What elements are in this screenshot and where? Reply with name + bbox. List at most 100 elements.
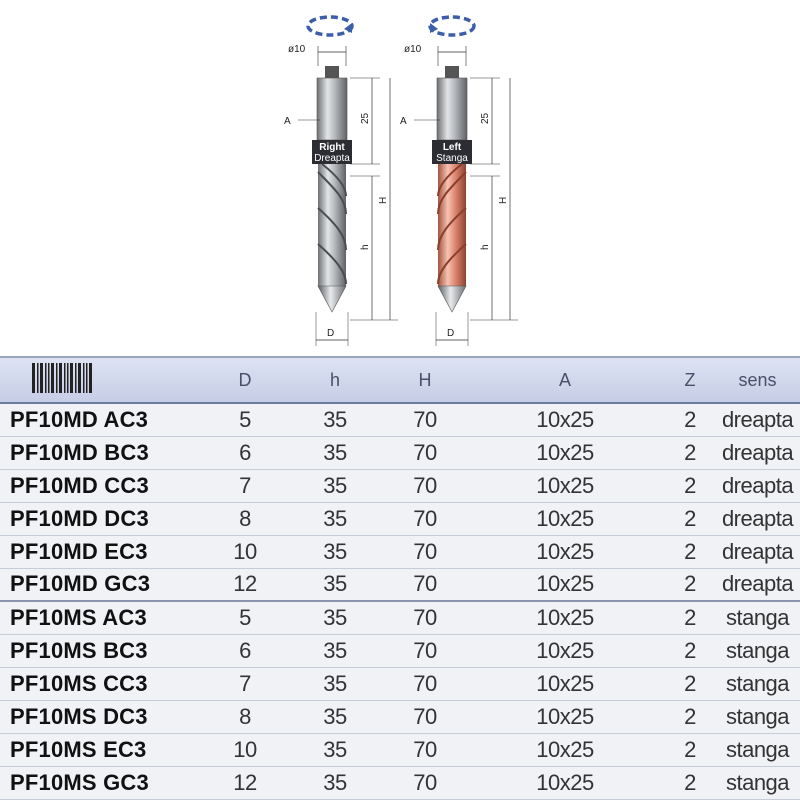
total-length-H-cell: 70	[385, 700, 465, 734]
diameter-D-cell: 12	[205, 568, 285, 602]
shank-A-cell: 10x25	[465, 436, 665, 470]
barcode-icon	[31, 362, 92, 393]
product-code-cell: PF10MS CC3	[0, 667, 205, 701]
diameter-D-cell: 5	[205, 403, 285, 437]
flutes-Z-cell: 2	[665, 568, 715, 602]
left-hand-drill: ø10 Left Stanga A 25 H h D	[400, 15, 518, 346]
header-A: A	[465, 357, 665, 404]
direction-label: Right	[319, 142, 345, 153]
code-column-header	[0, 357, 205, 404]
flutes-Z-cell: 2	[665, 469, 715, 503]
product-code-cell: PF10MS AC3	[0, 600, 205, 635]
product-code-cell: PF10MD DC3	[0, 502, 205, 536]
cutting-length-h-cell: 35	[285, 667, 385, 701]
total-length-H-cell: 70	[385, 403, 465, 437]
product-code-cell: PF10MD BC3	[0, 436, 205, 470]
diameter-D-cell: 7	[205, 469, 285, 503]
product-code-cell: PF10MD AC3	[0, 403, 205, 437]
diameter-D-cell: 6	[205, 634, 285, 668]
rotation-sens-cell: dreapta	[715, 568, 800, 602]
flutes-Z-cell: 2	[665, 403, 715, 437]
total-length-H-cell: 70	[385, 667, 465, 701]
total-length-H-cell: 70	[385, 568, 465, 602]
diameter-D-cell: 8	[205, 700, 285, 734]
header-Z: Z	[665, 357, 715, 404]
A-label: A	[400, 116, 407, 127]
cutting-length-h-cell: 35	[285, 600, 385, 635]
shank-A-cell: 10x25	[465, 568, 665, 602]
total-length-H-cell: 70	[385, 733, 465, 767]
shank-A-cell: 10x25	[465, 733, 665, 767]
shank-A-cell: 10x25	[465, 766, 665, 800]
rotation-counterclockwise-icon	[428, 15, 476, 37]
header-h: h	[285, 357, 385, 404]
rotation-sens-cell: dreapta	[715, 469, 800, 503]
product-code-cell: PF10MS DC3	[0, 700, 205, 734]
D-label: D	[327, 328, 334, 339]
flutes-Z-cell: 2	[665, 634, 715, 668]
diameter-D-cell: 8	[205, 502, 285, 536]
rotation-sens-cell: stanga	[715, 700, 800, 734]
cutting-length-h-cell: 35	[285, 634, 385, 668]
flutes-Z-cell: 2	[665, 502, 715, 536]
shank-A-cell: 10x25	[465, 600, 665, 635]
diameter-D-cell: 6	[205, 436, 285, 470]
shank-A-cell: 10x25	[465, 502, 665, 536]
D-label: D	[447, 328, 454, 339]
rotation-sens-cell: dreapta	[715, 535, 800, 569]
product-code-cell: PF10MD EC3	[0, 535, 205, 569]
diameter-D-cell: 10	[205, 535, 285, 569]
diameter-D-cell: 10	[205, 733, 285, 767]
product-code-cell: PF10MS BC3	[0, 634, 205, 668]
rotation-clockwise-icon	[306, 15, 354, 37]
header-D: D	[205, 357, 285, 404]
rotation-sens-cell: stanga	[715, 766, 800, 800]
total-length-H-cell: 70	[385, 634, 465, 668]
rotation-sens-cell: dreapta	[715, 502, 800, 536]
shank-A-cell: 10x25	[465, 469, 665, 503]
direction-sublabel: Stanga	[436, 153, 468, 164]
rotation-sens-cell: dreapta	[715, 436, 800, 470]
tool-diagram: ø10 Right Dreapta A 25 H h D	[0, 0, 800, 356]
shank-length-label: 25	[480, 112, 491, 124]
diameter-label: ø10	[404, 44, 422, 55]
diameter-D-cell: 5	[205, 600, 285, 635]
A-label: A	[284, 116, 291, 127]
rotation-sens-cell: dreapta	[715, 403, 800, 437]
total-length-H-cell: 70	[385, 766, 465, 800]
total-length-H-cell: 70	[385, 535, 465, 569]
shank-A-cell: 10x25	[465, 667, 665, 701]
cutting-length-h-cell: 35	[285, 436, 385, 470]
flutes-Z-cell: 2	[665, 700, 715, 734]
h-label: h	[480, 244, 491, 250]
cutting-length-h-cell: 35	[285, 535, 385, 569]
flutes-Z-cell: 2	[665, 600, 715, 635]
total-length-H-cell: 70	[385, 502, 465, 536]
shank-A-cell: 10x25	[465, 403, 665, 437]
table-header-row: D h H A Z sens	[0, 357, 800, 404]
shank-A-cell: 10x25	[465, 700, 665, 734]
diameter-label: ø10	[288, 44, 306, 55]
cutting-length-h-cell: 35	[285, 700, 385, 734]
total-length-H-cell: 70	[385, 469, 465, 503]
product-code-cell: PF10MD GC3	[0, 568, 205, 602]
header-sens: sens	[715, 357, 800, 404]
flutes-Z-cell: 2	[665, 766, 715, 800]
rotation-sens-cell: stanga	[715, 634, 800, 668]
flutes-Z-cell: 2	[665, 436, 715, 470]
flutes-Z-cell: 2	[665, 667, 715, 701]
